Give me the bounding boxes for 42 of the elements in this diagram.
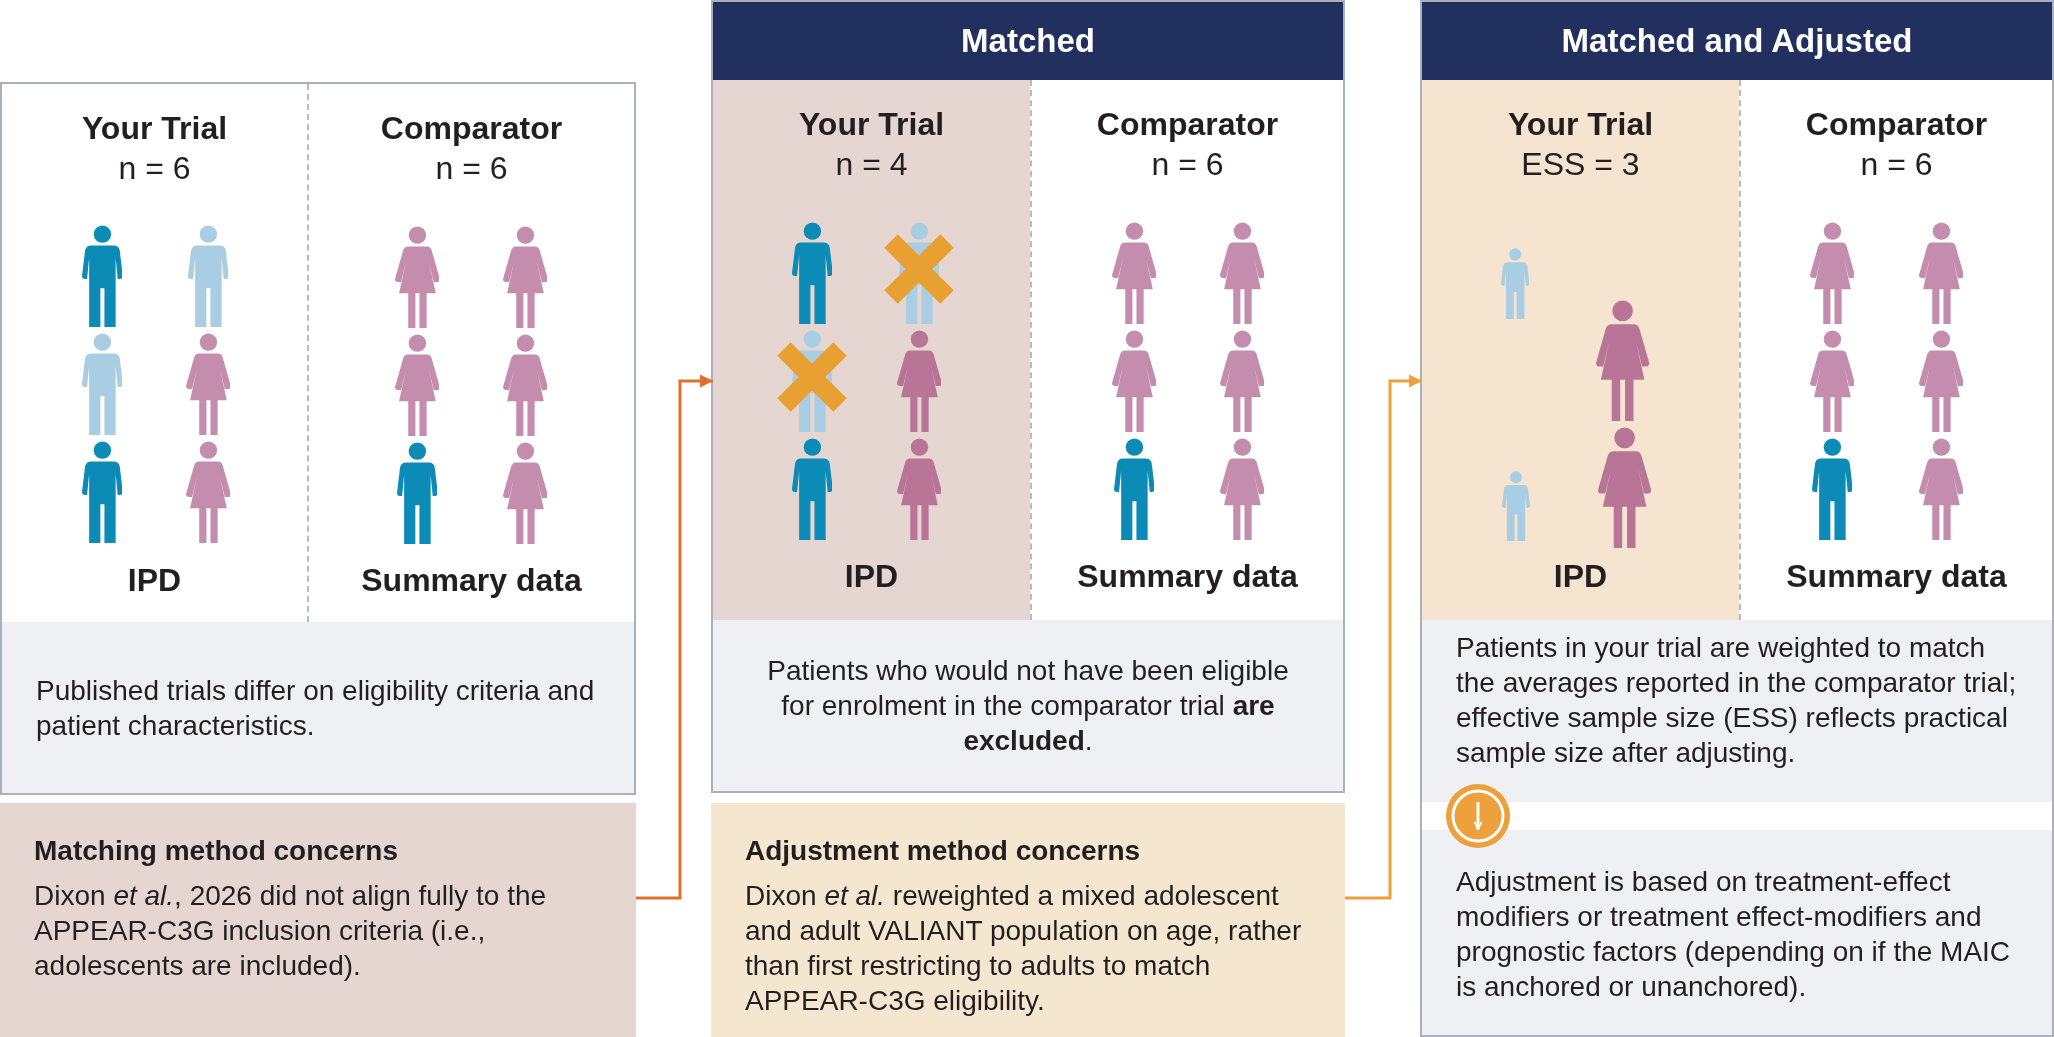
panel-heading: Matched xyxy=(713,2,1343,80)
column-heading: Your Trial xyxy=(81,109,228,148)
column-heading: Comparator xyxy=(1096,105,1279,144)
arrow xyxy=(636,374,713,900)
sample-size: n = 4 xyxy=(835,145,908,184)
trial-column xyxy=(1422,80,1739,620)
concern-heading: Adjustment method concerns xyxy=(745,834,1142,868)
data-label: IPD xyxy=(127,561,182,600)
sample-size: n = 6 xyxy=(1151,145,1224,184)
sample-size: ESS = 3 xyxy=(1521,145,1640,184)
column-heading: Comparator xyxy=(1805,105,1988,144)
data-label: IPD xyxy=(844,557,899,596)
text-band xyxy=(713,620,1343,791)
arrow xyxy=(1473,802,1483,830)
panel xyxy=(1420,0,2054,1037)
text-band xyxy=(1422,620,2052,802)
description-text: Patients in your trial are weighted to match the averages reported in the comparator trial; effective sample size (ESS) reflects practical sample size after adjusting. xyxy=(1456,631,2018,770)
text-band xyxy=(2,622,634,793)
arrow xyxy=(1345,374,1422,900)
text-band xyxy=(1422,830,2052,1035)
column-heading: Comparator xyxy=(380,109,563,148)
column-heading: Your Trial xyxy=(1507,105,1654,144)
panel xyxy=(711,0,1345,793)
data-label: Summary data xyxy=(1077,557,1298,596)
sample-size: n = 6 xyxy=(435,149,508,188)
sample-size: n = 6 xyxy=(118,149,191,188)
description-text: Adjustment is based on treatment-effect modifiers or treatment effect-modifiers and prognostic factors (depending on if the MAIC is anchored or unanchored). xyxy=(1456,865,2012,1004)
trial-column xyxy=(713,80,1030,620)
column-heading: Your Trial xyxy=(798,105,945,144)
panel xyxy=(0,82,636,795)
data-label: Summary data xyxy=(1786,557,2007,596)
description-text: Published trials differ on eligibility criteria and patient characteristics. xyxy=(36,673,596,743)
data-label: IPD xyxy=(1553,557,1608,596)
concern-box xyxy=(0,803,636,1037)
concern-text: Dixon et al., 2026 did not align fully to the APPEAR-C3G inclusion criteria (i.e., adolescents are included). xyxy=(34,879,548,983)
sample-size: n = 6 xyxy=(1860,145,1933,184)
concern-box xyxy=(711,803,1345,1037)
concern-text: Dixon et al. reweighted a mixed adolescent and adult VALIANT population on age, rather than first restricting to adults to match APPEAR-C3G eligibility. xyxy=(745,879,1303,1018)
concern-heading: Matching method concerns xyxy=(34,834,400,868)
panel-heading: Matched and Adjusted xyxy=(1422,2,2052,80)
description-text: Patients who would not have been eligible for enrolment in the comparator trial are excluded. xyxy=(766,654,1290,758)
data-label: Summary data xyxy=(361,561,582,600)
